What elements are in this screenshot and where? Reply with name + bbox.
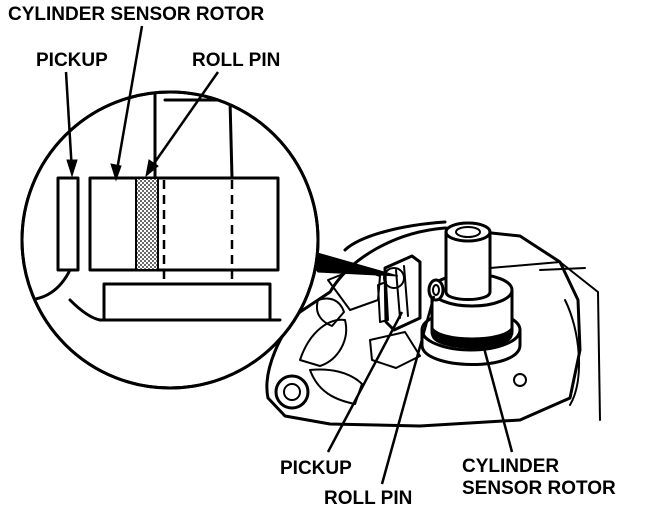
label-main-sensor-rotor: SENSOR ROTOR xyxy=(462,478,616,499)
label-main-pickup: PICKUP xyxy=(280,458,352,479)
label-inset-roll-pin: ROLL PIN xyxy=(192,50,280,71)
leader-lines xyxy=(64,25,514,485)
label-main-cylinder: CYLINDER xyxy=(462,456,559,477)
inset-view xyxy=(20,90,320,390)
label-main-roll-pin: ROLL PIN xyxy=(324,488,412,509)
label-inset-pickup: PICKUP xyxy=(36,50,108,71)
inset-roll-pin xyxy=(135,177,159,271)
zoom-origin-circle xyxy=(383,267,405,289)
main-rotor xyxy=(420,221,522,366)
bolt-hole xyxy=(274,374,310,410)
label-inset-cylinder-sensor-rotor: CYLINDER SENSOR ROTOR xyxy=(8,4,264,25)
